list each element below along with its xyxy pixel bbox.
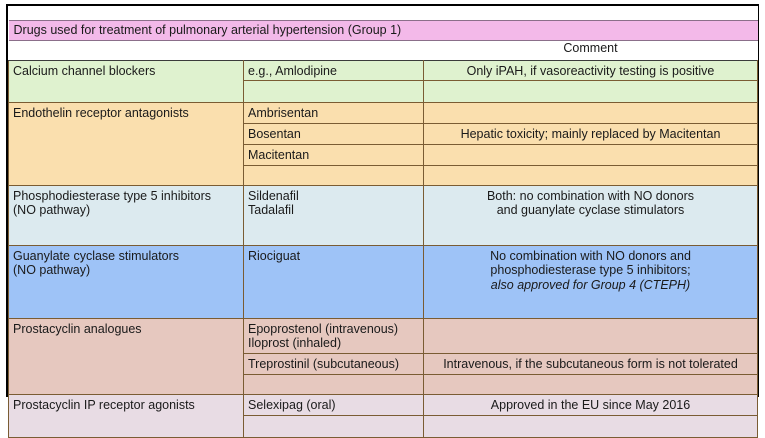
comment-text	[424, 145, 757, 150]
table-banner-cell: Drugs used for treatment of pulmonary ar…	[8, 19, 758, 41]
class-label: Calcium channel blockers	[13, 63, 156, 78]
class-label-line2: (NO pathway)	[13, 203, 91, 218]
table-row	[9, 373, 758, 395]
comment-text: Both: no combination with NO donors	[486, 188, 695, 203]
comment-cell: Only iPAH, if vasoreactivity testing is …	[423, 59, 758, 82]
drug-cell-empty	[243, 80, 424, 104]
drug-stack: Sildenafil Tadalafil	[244, 186, 423, 221]
drug-cell: Riociguat	[243, 244, 424, 319]
class-cell-calcium-channel-blockers: Calcium channel blockers	[8, 59, 244, 104]
comment-text: Approved in the EU since May 2016	[490, 397, 691, 412]
drug-table-frame: Drugs used for treatment of pulmonary ar…	[6, 4, 759, 438]
top-blank-a	[8, 6, 244, 20]
table-row: Prostacyclin IP receptor agonists Selexi…	[8, 393, 758, 438]
comment-text: No combination with NO donors and	[490, 248, 691, 263]
comment-cell	[423, 317, 758, 354]
drug-label: Epoprostenol (intravenous)	[248, 321, 399, 336]
comment-cell: No combination with NO donors and phosph…	[423, 244, 758, 319]
comment-text-2: phosphodiesterase type 5 inhibitors;	[490, 263, 691, 278]
top-blank-strip	[8, 6, 758, 20]
class-label-stack: Guanylate cyclase stimulators (NO pathwa…	[9, 246, 243, 281]
drug-cell: Epoprostenol (intravenous) Iloprost (inh…	[243, 317, 424, 354]
class-label: Prostacyclin analogues	[13, 321, 142, 336]
table-row: Guanylate cyclase stimulators (NO pathwa…	[8, 244, 758, 319]
pah-drug-table: Drugs used for treatment of pulmonary ar…	[8, 6, 758, 438]
class-label-stack: Phosphodiesterase type 5 inhibitors (NO …	[9, 186, 243, 221]
drug-cell-empty	[243, 165, 424, 186]
comment-cell-empty	[423, 80, 758, 104]
drug-label-2: Iloprost (inhaled)	[248, 336, 342, 351]
drug-stack: Epoprostenol (intravenous) Iloprost (inh…	[244, 319, 423, 354]
comment-cell-empty	[423, 373, 758, 395]
class-label-line2: (NO pathway)	[13, 263, 91, 278]
comment-text-3-italic: also approved for Group 4 (CTEPH)	[490, 278, 691, 292]
table-row: Prostacyclin analogues Epoprostenol (int…	[8, 317, 758, 395]
drug-cell-empty	[243, 415, 424, 438]
table-row: Calcium channel blockers e.g., Amlodipin…	[8, 59, 758, 104]
top-blank-b	[243, 6, 424, 20]
comment-stack: Both: no combination with NO donors and …	[424, 186, 757, 221]
class-label: Guanylate cyclase stimulators	[13, 248, 180, 263]
table-banner-text: Drugs used for treatment of pulmonary ar…	[13, 22, 402, 37]
comment-text	[424, 319, 757, 324]
comment-text-2: and guanylate cyclase stimulators	[496, 203, 685, 218]
drug-label: Ambrisentan	[248, 106, 319, 121]
header-cell-drug	[243, 40, 424, 60]
top-blank-c	[423, 6, 758, 20]
drug-label: Bosentan	[248, 127, 301, 141]
drug-cell-empty	[243, 373, 424, 395]
drug-label: Macitentan	[248, 147, 310, 162]
table-row: Endothelin receptor antagonists Ambrisen…	[8, 102, 758, 186]
class-cell-prostacyclin-analogues: Prostacyclin analogues	[8, 317, 244, 395]
table-row	[9, 80, 758, 104]
column-header-row: Comment	[8, 40, 758, 60]
class-cell-endothelin-receptor-antagonists: Endothelin receptor antagonists	[8, 102, 244, 186]
class-cell-guanylate-cyclase-stimulators: Guanylate cyclase stimulators (NO pathwa…	[8, 244, 244, 319]
drug-cell: Bosentan	[243, 123, 424, 145]
comment-stack: No combination with NO donors and phosph…	[424, 246, 757, 295]
comment-text: Intravenous, if the subcutaneous form is…	[443, 357, 738, 371]
comment-cell: Intravenous, if the subcutaneous form is…	[423, 353, 758, 375]
drug-cell: Selexipag (oral)	[243, 393, 424, 416]
drug-label: e.g., Amlodipine	[248, 63, 337, 78]
drug-cell: e.g., Amlodipine	[243, 59, 424, 82]
comment-cell	[423, 102, 758, 124]
class-label: Phosphodiesterase type 5 inhibitors	[13, 188, 212, 203]
class-label: Endothelin receptor antagonists	[13, 106, 189, 121]
drug-label: Sildenafil	[248, 188, 299, 203]
drug-label: Treprostinil (subcutaneous)	[248, 357, 399, 371]
table-row: Macitentan	[9, 143, 758, 166]
drug-label: Riociguat	[248, 248, 301, 263]
drug-cell: Macitentan	[243, 143, 424, 166]
table-row: Bosentan Hepatic toxicity; mainly replac…	[9, 123, 758, 145]
table-row: Phosphodiesterase type 5 inhibitors (NO …	[8, 184, 758, 246]
comment-cell	[423, 143, 758, 166]
comment-cell: Both: no combination with NO donors and …	[423, 184, 758, 246]
comment-cell-empty	[423, 165, 758, 186]
drug-label: Selexipag (oral)	[248, 397, 336, 412]
comment-cell: Hepatic toxicity; mainly replaced by Mac…	[423, 123, 758, 145]
class-cell-phosphodiesterase-type-5-inhibitors: Phosphodiesterase type 5 inhibitors (NO …	[8, 184, 244, 246]
header-cell-class	[8, 40, 244, 60]
drug-cell: Ambrisentan	[243, 102, 424, 124]
comment-cell-empty	[423, 415, 758, 438]
comment-text	[424, 103, 757, 108]
drug-cell: Treprostinil (subcutaneous)	[243, 353, 424, 375]
drug-cell: Sildenafil Tadalafil	[243, 184, 424, 246]
comment-cell: Approved in the EU since May 2016	[423, 393, 758, 416]
drug-label-2: Tadalafil	[248, 203, 294, 218]
table-row	[9, 165, 758, 186]
class-label: Prostacyclin IP receptor agonists	[13, 397, 195, 412]
comment-text: Only iPAH, if vasoreactivity testing is …	[466, 63, 715, 78]
comment-text: Hepatic toxicity; mainly replaced by Mac…	[460, 127, 721, 141]
header-cell-comment: Comment	[423, 40, 758, 60]
table-banner-row: Drugs used for treatment of pulmonary ar…	[8, 19, 758, 41]
